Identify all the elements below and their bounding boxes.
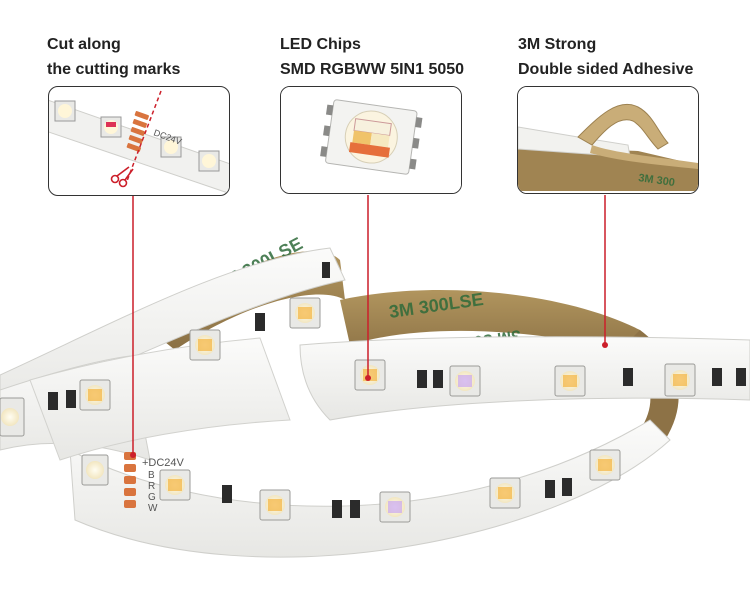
- inset-led-chip: [280, 86, 462, 194]
- callout-adhesive-caption: 3M Strong Double sided Adhesive: [518, 32, 693, 82]
- pcb-pin-w: W: [148, 503, 158, 514]
- callout-adhesive-line2: Double sided Adhesive: [518, 61, 694, 78]
- callout-cut-line2: the cutting marks: [47, 61, 181, 78]
- pointer-dots: [130, 342, 608, 458]
- pcb-pin-g: G: [148, 492, 156, 503]
- inset-tape-print: 3M 300: [638, 172, 676, 189]
- callout-led-line2: SMD RGBWW 5IN1 5050: [280, 61, 465, 78]
- inset-adhesive: 3M 300: [517, 86, 699, 194]
- callout-cut-line1: Cut along: [47, 36, 121, 53]
- inset-adhesive-photo: 3M 300: [518, 87, 698, 193]
- strip-mid: [29, 337, 291, 461]
- inset-cutting-marks: DC24V: [48, 86, 230, 196]
- pointer-lines: [132, 195, 606, 455]
- inset-led-photo: [281, 87, 461, 193]
- callout-led-line1: LED Chips: [280, 36, 361, 53]
- callout-adhesive-line1: 3M Strong: [518, 36, 597, 53]
- scissors-icon: [110, 166, 134, 188]
- resistors: [48, 262, 746, 518]
- led-chips: [0, 297, 696, 523]
- pcb-pin-r: R: [148, 481, 155, 492]
- cutting-pads: +DC24V B R G W: [124, 452, 185, 514]
- callout-cut-caption: Cut along the cutting marks: [47, 32, 180, 82]
- strip-front: [69, 419, 671, 558]
- strip-right: [299, 336, 750, 421]
- pcb-pin-b: B: [148, 470, 155, 481]
- inset-cutting-photo: DC24V: [49, 90, 229, 194]
- pcb-voltage-label: +DC24V: [142, 457, 185, 469]
- callout-led-caption: LED Chips SMD RGBWW 5IN1 5050: [280, 32, 464, 82]
